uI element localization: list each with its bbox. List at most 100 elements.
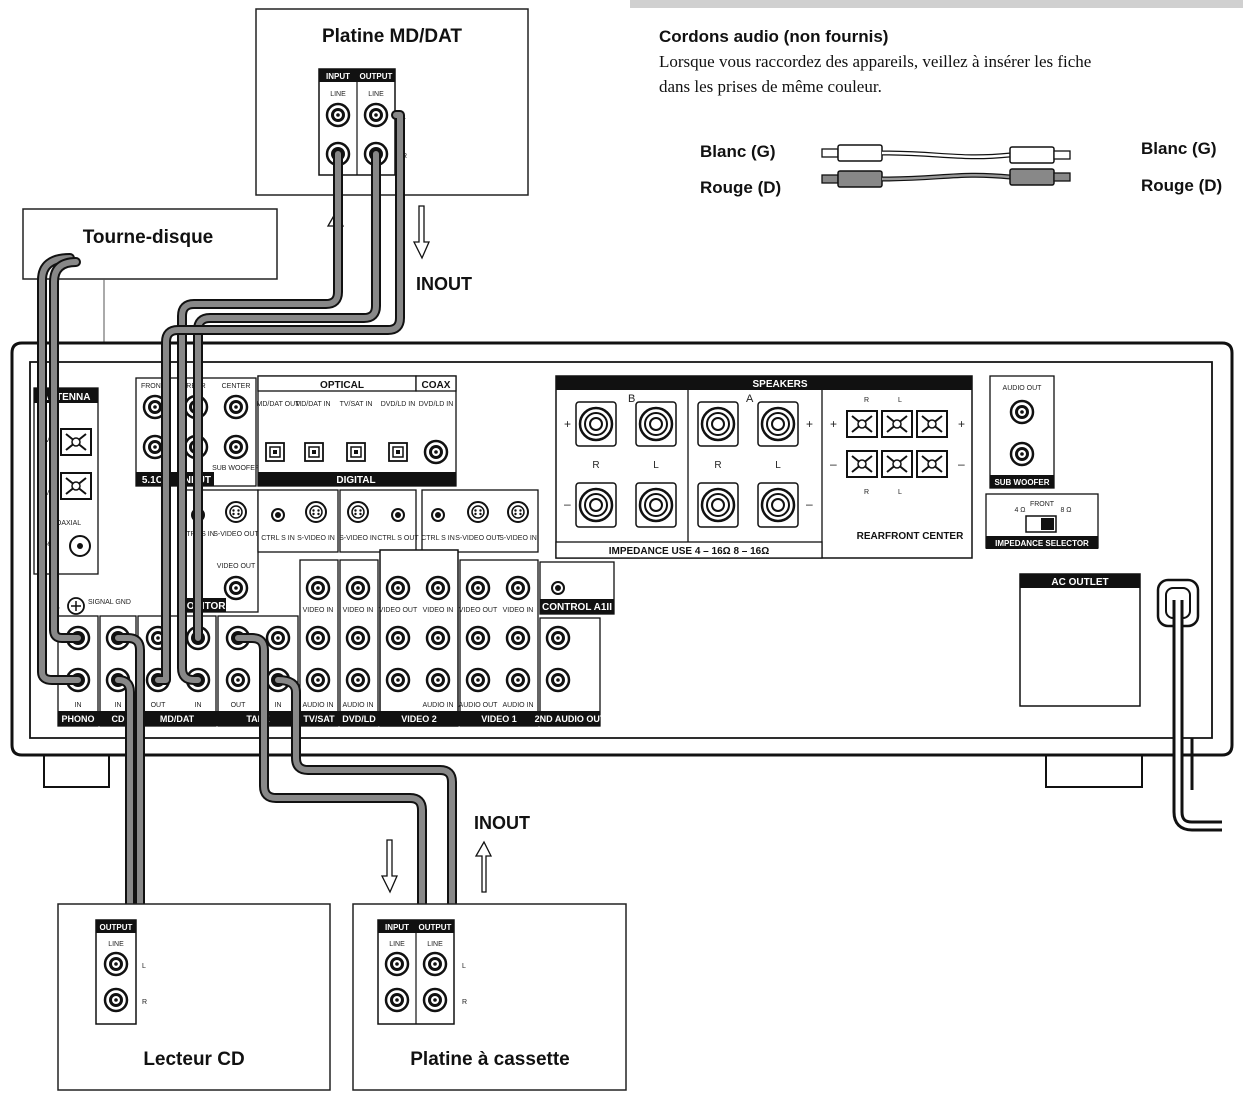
svideo-out-label: S-VIDEO OUT — [455, 535, 501, 542]
cassette-deck-title: Platine à cassette — [410, 1049, 569, 1070]
spk-plus-3: + — [830, 417, 837, 431]
ctrl-s-in-label-2: CTRL S IN — [421, 535, 455, 542]
coax-j5: DVD/LD IN — [419, 401, 454, 408]
sub-audio-out-label: AUDIO OUT — [1003, 385, 1043, 392]
cassette-deck: INPUT OUTPUT LINE LINE L R Platine à cas… — [352, 903, 627, 1091]
video2-audio-in: AUDIO IN — [422, 702, 453, 709]
cassette-output-label: OUTPUT — [419, 923, 452, 932]
tvsat-audio-in: AUDIO IN — [302, 702, 333, 709]
md-dat-line-out: LINE — [368, 91, 384, 98]
signal-gnd-label: SIGNAL GND — [88, 599, 131, 606]
md-dat-line-in: LINE — [330, 91, 346, 98]
ac-outlet-title: AC OUTLET — [1051, 577, 1108, 588]
av-jack-grid: VIDEO IN VIDEO IN VIDEO OUT VIDEO IN VID… — [57, 549, 606, 727]
rear-r-2: R — [864, 489, 869, 496]
am-terminal-icon — [60, 428, 92, 456]
audio-cords-note: Cordons audio (non fournis) Lorsque vous… — [630, 0, 1243, 197]
cord-left-white: Blanc (G) — [700, 142, 776, 161]
monitor-svideo: S-VIDEO OUT — [213, 531, 259, 538]
cd-output-label: OUTPUT — [100, 923, 133, 932]
cd-in-label: IN — [115, 702, 122, 709]
fm-terminal-icon — [60, 472, 92, 500]
cords-text-line1: Lorsque vous raccordez des appareils, ve… — [659, 52, 1091, 71]
spk-minus-2: – — [806, 497, 813, 511]
ctrl-s-in-label: CTRL S IN — [261, 535, 295, 542]
spk-minus-4: – — [958, 457, 965, 471]
phono-in-label: IN — [75, 702, 82, 709]
input-group-label: VIDEO 2 — [401, 714, 437, 724]
cd-out-r-jack — [103, 987, 129, 1013]
input-group-label: PHONO — [61, 714, 94, 724]
cassette-r-mark: R — [462, 999, 467, 1006]
speakers-section: SPEAKERS B A R L R L + + – – R L R L + +… — [555, 375, 973, 559]
rear-l-2: L — [898, 489, 902, 496]
spk-minus-3: – — [830, 457, 837, 471]
impedance-switch — [1041, 518, 1054, 530]
dvd-audio-in: AUDIO IN — [342, 702, 373, 709]
imp-8ohm: 8 Ω — [1060, 507, 1071, 514]
arrow-down-icon-2 — [380, 839, 398, 894]
top-signal-arrows: INOUT — [326, 205, 472, 294]
rear-r: R — [864, 397, 869, 404]
antenna-title: ANTENNA — [42, 392, 91, 403]
label-51ch: 5.1CH — [142, 475, 170, 486]
cassette-in-l-jack — [384, 951, 410, 977]
cd-r-mark: R — [142, 999, 147, 1006]
spk-b-l: L — [653, 460, 659, 471]
cd-l-mark: L — [142, 963, 146, 970]
impedance-label: IMPEDANCE USE 4 – 16Ω 8 – 16Ω — [609, 546, 770, 557]
tvsat-video-in: VIDEO IN — [303, 607, 334, 614]
optical-j1: MD/DAT OUT — [257, 401, 301, 408]
mddat-in-label: IN — [195, 702, 202, 709]
cord-right-white: Blanc (G) — [1141, 139, 1217, 158]
digital-label: DIGITAL — [336, 475, 375, 486]
connection-cables — [37, 110, 457, 1005]
ctrl-s-out-label: CTRL S OUT — [377, 535, 419, 542]
spk-b-r: R — [592, 460, 599, 471]
input-group-label: TAPE — [246, 714, 269, 724]
speakers-title: SPEAKERS — [752, 379, 807, 390]
center-label: CENTER — [222, 383, 251, 390]
top-inout-label: INOUT — [416, 274, 472, 294]
video1-audio-in: AUDIO IN — [502, 702, 533, 709]
input-group-label: MD/DAT — [160, 714, 195, 724]
optical-j2: MD/DAT IN — [295, 401, 330, 408]
md-dat-deck: Platine MD/DAT INPUT OUTPUT LINE LINE L … — [255, 8, 529, 196]
antenna-coaxial: COAXIAL — [51, 520, 81, 527]
sub-woofer-label: SUB WOOFER — [212, 465, 260, 472]
cd-player-title: Lecteur CD — [143, 1049, 244, 1070]
sub-woofer-out: AUDIO OUT SUB WOOFER — [989, 375, 1055, 489]
md-dat-title: Platine MD/DAT — [322, 26, 462, 47]
cord-right-red: Rouge (D) — [1141, 176, 1222, 195]
svideo-in-label-3: S-VIDEO IN — [499, 535, 537, 542]
tape-out-label: OUT — [231, 702, 247, 709]
cd-line-label: LINE — [108, 941, 124, 948]
speakers-a-label: A — [746, 393, 754, 405]
impedance-selector: FRONT 4 Ω 8 Ω IMPEDANCE SELECTOR — [985, 493, 1099, 549]
video1-video-in: VIDEO IN — [503, 607, 534, 614]
input-group-label: VIDEO 1 — [481, 714, 517, 724]
cassette-line-in: LINE — [389, 941, 405, 948]
spk-a-r: R — [714, 460, 721, 471]
bottom-inout-label: INOUT — [474, 813, 530, 833]
cord-left-red: Rouge (D) — [700, 178, 781, 197]
video2-video-out: VIDEO OUT — [379, 607, 418, 614]
ac-outlet: AC OUTLET — [1019, 573, 1141, 707]
cassette-input-label: INPUT — [385, 923, 409, 932]
md-dat-out-l-jack — [363, 102, 389, 128]
monitor-section: CTRL S IN S-VIDEO OUT VIDEO OUT MONITOR — [177, 489, 259, 613]
coax-title: COAX — [422, 380, 451, 391]
monitor-video-out: VIDEO OUT — [217, 563, 256, 570]
spk-plus-1: + — [564, 417, 571, 431]
optical-title: OPTICAL — [320, 380, 364, 391]
md-dat-output-label: OUTPUT — [360, 72, 393, 81]
imp-4ohm: 4 Ω — [1014, 507, 1025, 514]
front-label: FRONT — [141, 383, 166, 390]
md-dat-in-l-jack — [325, 102, 351, 128]
speakers-b-label: B — [628, 393, 635, 405]
cassette-line-out: LINE — [427, 941, 443, 948]
input-group-label: TV/SAT — [303, 714, 335, 724]
turntable-title: Tourne-disque — [83, 227, 214, 248]
receiver-rear-panel: ANTENNA AM FM COAXIAL 75Ω ⏚ SIGNAL GND F… — [10, 341, 1234, 832]
